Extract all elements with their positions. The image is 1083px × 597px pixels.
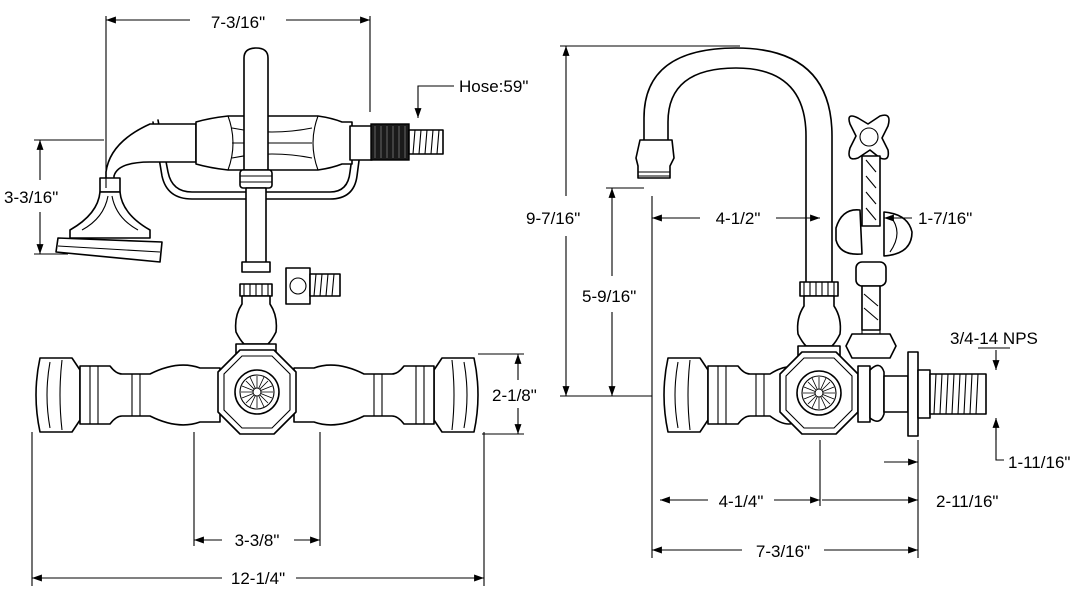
dim-top-width: 7-3/16" — [211, 13, 265, 32]
side-view: 9-7/16" 5-9/16" 4-1/2" 1-7/16" 3/4-14 NP… — [526, 45, 1070, 561]
main-body — [35, 349, 479, 435]
side-dimensions — [560, 45, 1010, 558]
riser-tube — [239, 47, 273, 271]
dim-overall-depth: 7-3/16" — [756, 542, 810, 561]
handshower-handle — [105, 115, 373, 191]
dim-spout-clearance: 5-9/16" — [582, 287, 636, 306]
valve-bonnet — [234, 283, 278, 355]
front-dimensions — [31, 16, 524, 586]
dim-thread-size: 3/4-14 NPS — [950, 329, 1038, 348]
side-handshower — [835, 114, 913, 359]
side-body — [663, 351, 859, 435]
gooseneck-spout — [635, 47, 842, 357]
dim-spout-reach: 4-1/2" — [716, 209, 761, 228]
dim-wall-offset: 2-11/16" — [936, 492, 998, 511]
dim-body-to-wall: 4-1/4" — [719, 492, 764, 511]
dim-hose-length: Hose:59" — [459, 77, 528, 96]
dim-handshower-head: 1-7/16" — [918, 209, 972, 228]
dim-total-height: 9-7/16" — [526, 209, 580, 228]
front-view: 7-3/16" Hose:59" 3-3/16" 2-1/8" 3-3/8" 1… — [4, 13, 537, 588]
handshower-head — [55, 177, 163, 263]
dim-centers: 3-3/8" — [235, 531, 280, 550]
dim-body-height: 2-1/8" — [492, 386, 537, 405]
hose-connector — [370, 123, 444, 161]
diverter-fitting — [241, 261, 341, 305]
wall-flange-shank — [857, 351, 987, 437]
dim-overall-width: 12-1/4" — [231, 569, 285, 588]
dim-handshower-height: 3-3/16" — [4, 188, 58, 207]
dim-shank-length: 1-11/16" — [1008, 453, 1070, 472]
